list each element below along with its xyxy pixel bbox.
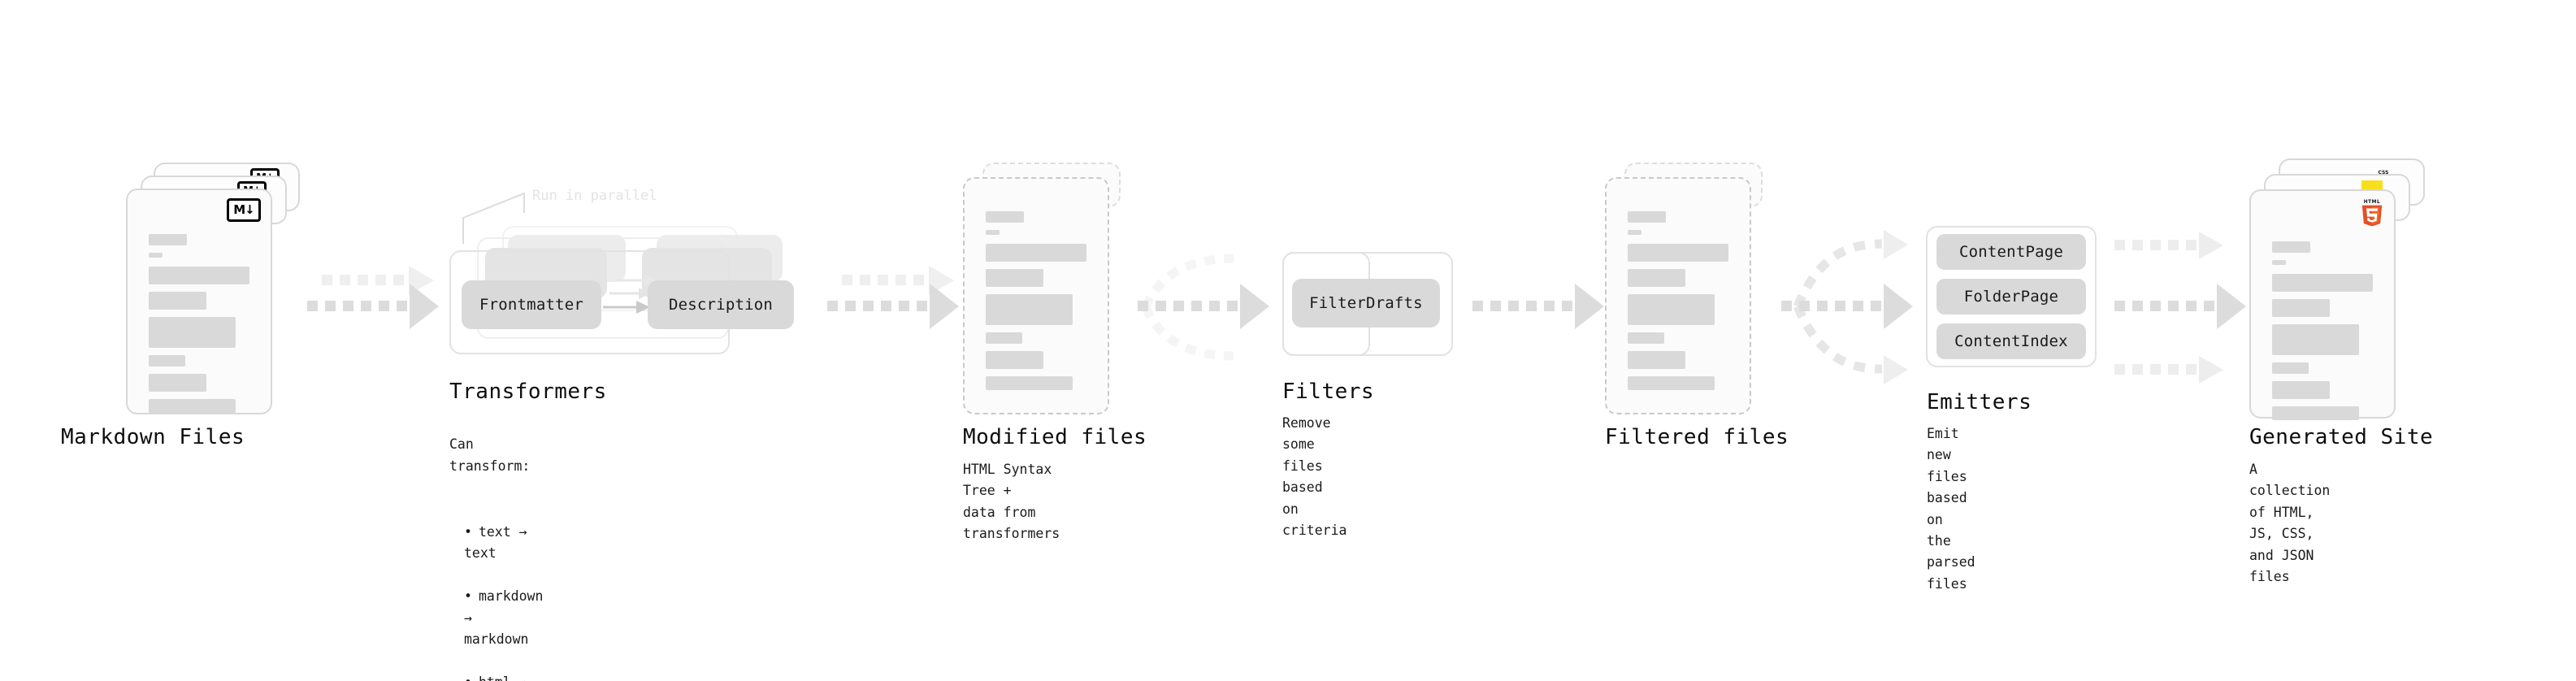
run-in-parallel-label: Run in parallel bbox=[532, 188, 657, 204]
placeholder-bar bbox=[1628, 294, 1715, 325]
markdown-badge-front: M↓ bbox=[227, 198, 261, 222]
placeholder-bar bbox=[1628, 230, 1642, 235]
placeholder-bar bbox=[149, 399, 236, 413]
stage-title-filters: Filters bbox=[1282, 380, 1375, 404]
placeholder-bar bbox=[2272, 362, 2309, 374]
transformer-pill-frontmatter[interactable]: Frontmatter bbox=[462, 280, 601, 329]
placeholder-bar bbox=[149, 234, 188, 245]
placeholder-bar bbox=[986, 244, 1086, 262]
placeholder-bar bbox=[986, 230, 1000, 235]
emitters-pill-contentpage[interactable]: ContentPage bbox=[1936, 234, 2086, 270]
stage-title-transformers: Transformers bbox=[449, 380, 607, 404]
stage-title-generated-site: Generated Site bbox=[2249, 425, 2434, 449]
stage-title-modified-files: Modified files bbox=[963, 425, 1147, 449]
placeholder-bar bbox=[2272, 274, 2373, 292]
filtered-file-stack bbox=[1605, 163, 1780, 414]
modified-file-card-front bbox=[963, 177, 1109, 414]
placeholder-bar bbox=[1628, 244, 1728, 262]
placeholder-bar bbox=[2272, 381, 2330, 399]
svg-text:HTML: HTML bbox=[2364, 200, 2381, 205]
stage-subtitle-transformers: Can transform: text → text markdown → ma… bbox=[449, 413, 543, 681]
placeholder-bar bbox=[986, 269, 1043, 287]
placeholder-bar bbox=[2272, 406, 2359, 420]
placeholder-bar bbox=[2272, 299, 2330, 317]
filters-pill-filterdrafts[interactable]: FilterDrafts bbox=[1292, 279, 1440, 327]
stage-subtitle-generated-site: A collection of HTML, JS, CSS, and JSON … bbox=[2249, 462, 2331, 584]
modified-card-placeholder-lines bbox=[986, 211, 1086, 390]
generated-card-placeholder-lines bbox=[2272, 241, 2373, 420]
generated-file-card-html: HTML bbox=[2249, 189, 2396, 420]
placeholder-bar bbox=[1628, 211, 1667, 223]
placeholder-bar bbox=[1628, 332, 1664, 344]
markdown-file-stack: M↓ M↓ M↓ bbox=[126, 163, 301, 414]
markdown-file-card-front: M↓ bbox=[126, 189, 272, 414]
placeholder-bar bbox=[986, 376, 1073, 390]
filtered-card-placeholder-lines bbox=[1628, 211, 1728, 390]
generated-site-file-stack: CSS HTML bbox=[2249, 158, 2436, 420]
stage-title-emitters: Emitters bbox=[1927, 390, 2032, 414]
html5-icon: HTML bbox=[2360, 197, 2384, 227]
placeholder-bar bbox=[1628, 351, 1685, 369]
stage-title-filtered-files: Filtered files bbox=[1605, 425, 1789, 449]
placeholder-bar bbox=[149, 267, 249, 284]
placeholder-bar bbox=[149, 292, 206, 310]
placeholder-bar bbox=[149, 253, 163, 258]
markdown-card-placeholder-lines bbox=[149, 234, 249, 413]
stage-title-markdown-files: Markdown Files bbox=[61, 425, 245, 449]
modified-file-stack bbox=[963, 163, 1138, 414]
placeholder-bar bbox=[1628, 269, 1685, 287]
placeholder-bar bbox=[986, 294, 1073, 325]
stage-subtitle-emitters: Emit new files based on the parsed files bbox=[1927, 426, 1975, 592]
stage-subtitle-modified-files: HTML Syntax Tree + data from transformer… bbox=[963, 462, 1060, 542]
placeholder-bar bbox=[1628, 376, 1715, 390]
placeholder-bar bbox=[2272, 260, 2287, 265]
transformers-capability-list: text → text markdown → markdown html → h… bbox=[449, 501, 543, 681]
transformers-capability-item: html → html bbox=[464, 672, 543, 681]
placeholder-bar bbox=[986, 351, 1043, 369]
transformer-pill-description[interactable]: Description bbox=[648, 280, 794, 329]
placeholder-bar bbox=[149, 317, 236, 348]
placeholder-bar bbox=[149, 355, 185, 367]
placeholder-bar bbox=[2272, 241, 2311, 253]
placeholder-bar bbox=[986, 211, 1025, 223]
transformers-subtitle-lead: Can transform: bbox=[449, 436, 531, 474]
emitters-pill-folderpage[interactable]: FolderPage bbox=[1936, 279, 2086, 314]
emitters-pill-contentindex[interactable]: ContentIndex bbox=[1936, 323, 2086, 359]
transformers-capability-item: markdown → markdown bbox=[464, 586, 543, 650]
stage-subtitle-filters: Remove some files based on criteria bbox=[1282, 415, 1347, 538]
placeholder-bar bbox=[149, 374, 206, 392]
placeholder-bar bbox=[986, 332, 1022, 344]
filtered-file-card-front bbox=[1605, 177, 1751, 414]
placeholder-bar bbox=[2272, 324, 2359, 355]
transformers-capability-item: text → text bbox=[464, 522, 543, 565]
